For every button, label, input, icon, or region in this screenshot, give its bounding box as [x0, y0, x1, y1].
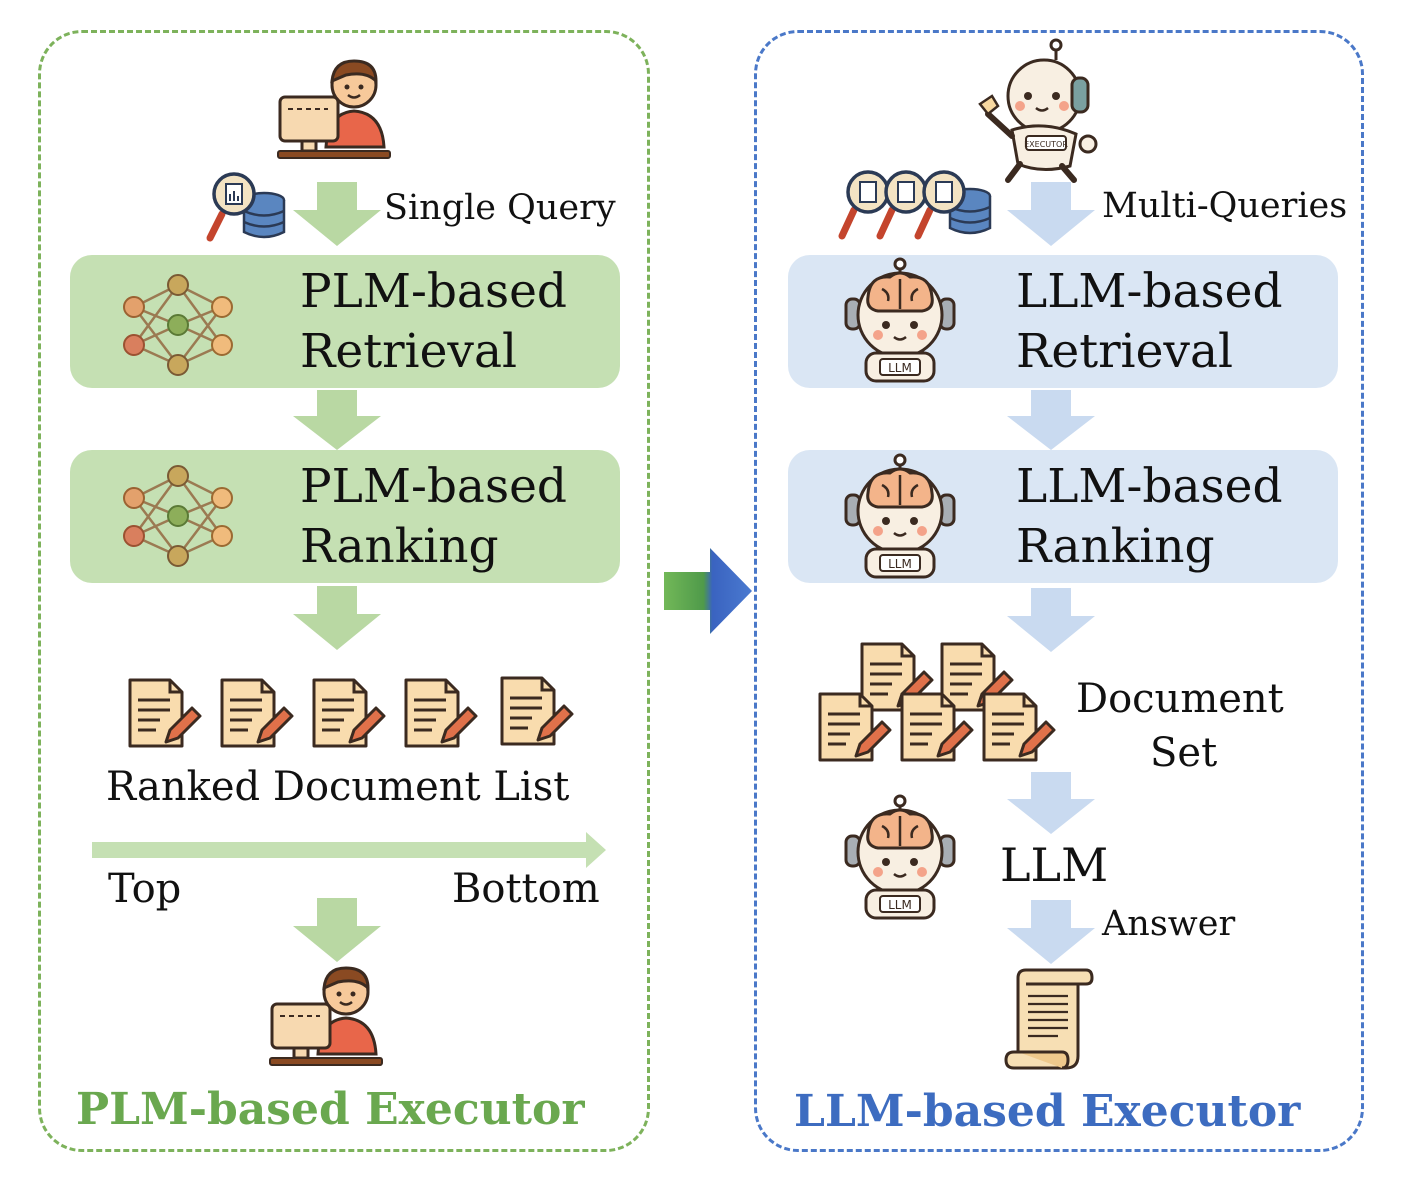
single-query-label: Single Query — [384, 188, 616, 228]
scroll-icon — [1004, 968, 1094, 1070]
llm-robot-icon: LLM — [844, 453, 956, 579]
document-set-label-line2: Set — [1150, 730, 1218, 776]
answer-label: Answer — [1102, 904, 1236, 944]
arrow-down-icon — [293, 898, 381, 962]
top-to-bottom-arrow — [92, 832, 606, 868]
top-label: Top — [108, 866, 182, 912]
llm-executor-panel — [754, 30, 1364, 1152]
llm-label: LLM — [1000, 838, 1109, 892]
user-at-computer-icon — [277, 59, 391, 159]
arrow-down-icon — [1007, 182, 1095, 246]
document-edit-icon — [982, 692, 1056, 762]
llm-badge: LLM — [888, 557, 912, 571]
document-edit-icon — [818, 692, 892, 762]
search-database-icon — [838, 170, 992, 240]
document-edit-icon — [312, 678, 386, 748]
ranked-document-list-label: Ranked Document List — [106, 764, 570, 810]
llm-badge: LLM — [888, 898, 912, 912]
arrow-down-icon — [293, 390, 381, 450]
llm-robot-icon: LLM — [844, 257, 956, 383]
transition-arrow-icon — [664, 548, 752, 634]
document-edit-icon — [128, 678, 202, 748]
document-edit-icon — [220, 678, 294, 748]
plm-executor-footer: PLM-based Executor — [76, 1084, 585, 1135]
user-at-computer-icon — [269, 966, 383, 1066]
multi-queries-label: Multi-Queries — [1102, 186, 1348, 226]
arrow-down-icon — [1007, 588, 1095, 652]
arrow-down-icon — [293, 182, 381, 246]
bottom-label: Bottom — [452, 866, 600, 912]
llm-ranking-subtitle: Ranking — [1016, 519, 1215, 574]
document-edit-icon — [500, 676, 574, 746]
plm-ranking-title: PLM-based — [300, 459, 567, 514]
plm-ranking-subtitle: Ranking — [300, 519, 499, 574]
document-edit-icon — [900, 692, 974, 762]
arrow-down-icon — [1007, 390, 1095, 450]
arrow-down-icon — [1007, 900, 1095, 964]
document-set-label-line1: Document — [1076, 676, 1284, 722]
llm-ranking-title: LLM-based — [1016, 459, 1283, 514]
executor-robot-icon: EXECUTOR — [978, 38, 1098, 183]
plm-ranking-stage — [70, 450, 620, 583]
llm-retrieval-subtitle: Retrieval — [1016, 324, 1234, 379]
plm-retrieval-subtitle: Retrieval — [300, 324, 518, 379]
arrow-down-icon — [1007, 772, 1095, 834]
neural-network-icon — [123, 274, 233, 376]
arrow-down-icon — [293, 586, 381, 650]
llm-retrieval-title: LLM-based — [1016, 264, 1283, 319]
plm-retrieval-title: PLM-based — [300, 264, 567, 319]
search-database-icon — [206, 172, 286, 242]
document-edit-icon — [404, 678, 478, 748]
llm-badge: LLM — [888, 361, 912, 375]
llm-robot-icon: LLM — [844, 794, 956, 920]
llm-executor-footer: LLM-based Executor — [794, 1086, 1301, 1137]
executor-badge: EXECUTOR — [1024, 140, 1068, 149]
neural-network-icon — [123, 465, 233, 567]
plm-retrieval-stage — [70, 255, 620, 388]
plm-executor-panel — [38, 30, 650, 1152]
